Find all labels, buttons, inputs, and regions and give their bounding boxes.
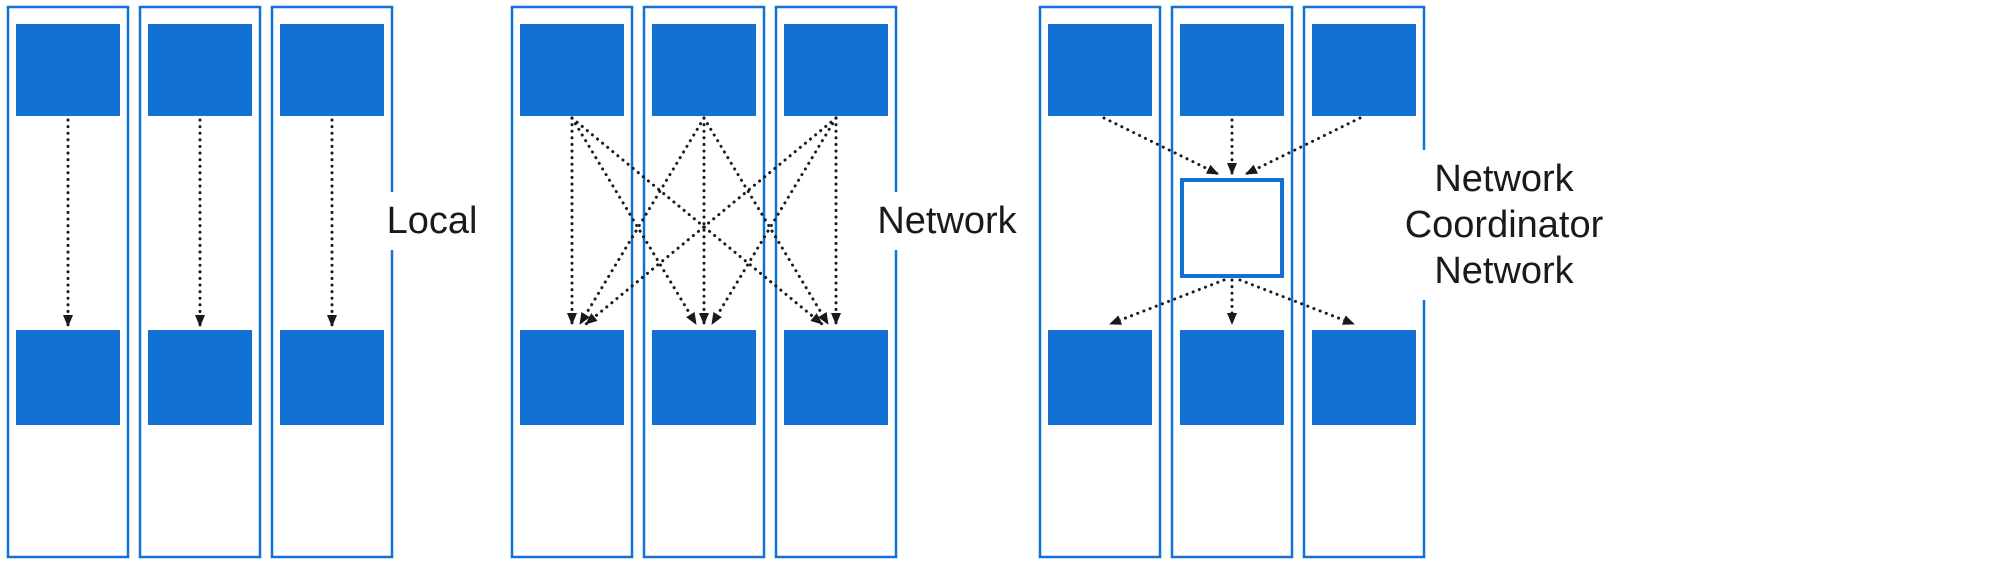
arrow-out-of-hub (1108, 278, 1226, 326)
panel-outline (774, 5, 898, 559)
arrow-mesh (584, 116, 838, 326)
bottom-node (16, 330, 120, 425)
panel-outline (510, 5, 634, 559)
panel-outline (1170, 5, 1294, 559)
diagram-local (6, 5, 394, 559)
panel-outline (6, 5, 130, 559)
label-local: Local (386, 192, 478, 250)
top-node (784, 24, 888, 116)
panel-outline (270, 5, 394, 559)
arrow-out-of-hub (1238, 278, 1356, 326)
coordinator-node (1180, 178, 1284, 278)
bottom-node (280, 330, 384, 425)
panel-outline (1038, 5, 1162, 559)
top-node (652, 24, 756, 116)
bottom-node (1312, 330, 1416, 425)
bottom-node (652, 330, 756, 425)
top-node (148, 24, 252, 116)
top-node (1048, 24, 1152, 116)
label-network-coordinator: Network Coordinator Network (1388, 150, 1620, 300)
arrow-into-hub (1102, 116, 1220, 176)
arrow-into-hub (1244, 116, 1362, 176)
bottom-node (520, 330, 624, 425)
diagram-network (510, 5, 898, 559)
arrow-mesh (578, 116, 706, 326)
top-node (1312, 24, 1416, 116)
top-node (1180, 24, 1284, 116)
label-network: Network (872, 192, 1022, 250)
bottom-node (148, 330, 252, 425)
panel-outline (642, 5, 766, 559)
bottom-node (1048, 330, 1152, 425)
top-node (280, 24, 384, 116)
arrow-mesh (570, 116, 698, 326)
bottom-node (1180, 330, 1284, 425)
top-node (16, 24, 120, 116)
bottom-node (784, 330, 888, 425)
arrow-mesh (570, 116, 824, 326)
arrow-mesh (702, 116, 830, 326)
diagram-coordinator (1038, 5, 1426, 559)
top-node (520, 24, 624, 116)
arrow-mesh (710, 116, 838, 326)
panel-outline (138, 5, 262, 559)
